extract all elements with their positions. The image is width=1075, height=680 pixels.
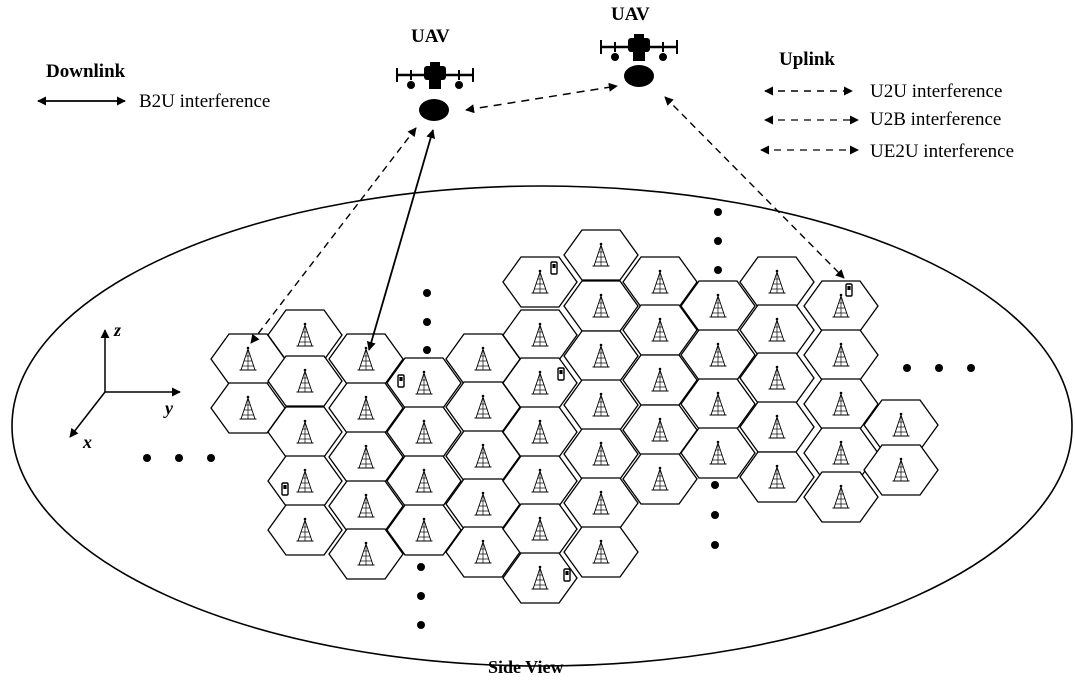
u2u-interference-arrow	[465, 82, 618, 114]
ground-user-phone-icon	[397, 374, 405, 388]
ellipsis-dot	[423, 318, 431, 326]
b2u-interference-label: B2U interference	[139, 91, 271, 112]
ellipsis-dot	[417, 592, 425, 600]
ground-user-phone-icon	[550, 261, 558, 275]
ue2u-interference-label: UE2U interference	[870, 141, 1015, 162]
u2u-interference-label: U2U interference	[870, 81, 1003, 102]
ellipsis-dot	[207, 454, 215, 462]
ground-user-phone-icon	[845, 283, 853, 297]
ellipsis-dot	[935, 364, 943, 372]
u2b-interference-label: U2B interference	[870, 109, 1002, 130]
ellipsis-dot	[423, 289, 431, 297]
side-view-caption: Side View	[488, 657, 564, 677]
coordinate-axes	[69, 329, 181, 438]
coverage-area-ellipse	[11, 185, 1073, 667]
ellipsis-dots	[143, 208, 975, 629]
downlink-title: Downlink	[46, 61, 126, 82]
ellipsis-dot	[423, 346, 431, 354]
ue2u-interference-arrow	[664, 96, 845, 279]
uav-left-drone-icon	[395, 60, 475, 91]
ellipsis-dot	[711, 541, 719, 549]
ellipsis-dot	[903, 364, 911, 372]
axis-y-label: y	[165, 398, 173, 418]
ground-user-phone-icon	[563, 568, 571, 582]
ellipsis-dot	[175, 454, 183, 462]
hexagonal-cell-grid	[210, 229, 939, 604]
axis-z-label: z	[114, 320, 122, 340]
ellipsis-dot	[714, 208, 722, 216]
ellipsis-dot	[143, 454, 151, 462]
uav-right-body-icon	[624, 65, 654, 87]
uav-right-label: UAV	[611, 4, 650, 25]
uav-left-label: UAV	[411, 26, 450, 47]
ellipsis-dot	[711, 511, 719, 519]
ground-user-phone-icon	[557, 367, 565, 381]
ellipsis-dot	[714, 237, 722, 245]
ellipsis-dot	[417, 563, 425, 571]
ground-user-phone-icon	[281, 482, 289, 496]
uplink-title: Uplink	[779, 49, 835, 70]
uav-left-body-icon	[419, 99, 449, 121]
uav-right-drone-icon	[599, 32, 679, 63]
axis-x-label: x	[83, 432, 92, 452]
ellipsis-dot	[967, 364, 975, 372]
ellipsis-dot	[714, 266, 722, 274]
b2u-link-arrow	[366, 129, 436, 351]
ellipsis-dot	[711, 481, 719, 489]
ellipsis-dot	[417, 621, 425, 629]
u2b-interference-arrow	[250, 127, 417, 344]
